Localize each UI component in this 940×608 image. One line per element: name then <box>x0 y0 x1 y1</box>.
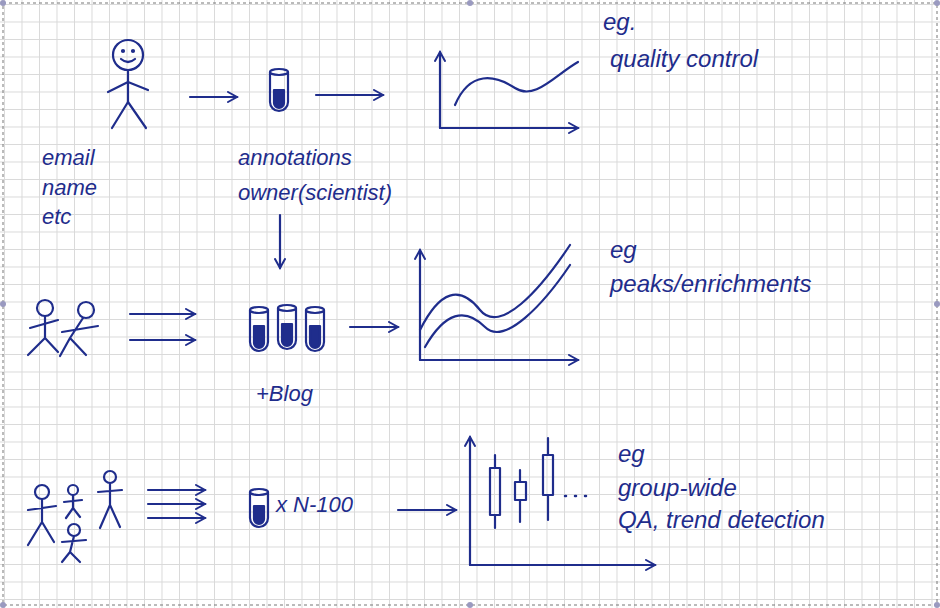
flow-arrow <box>279 215 281 268</box>
test-tube <box>250 489 268 527</box>
handwritten-label: x N-100 <box>276 492 353 518</box>
flow-arrow <box>130 313 195 315</box>
flow-arrow <box>148 517 205 519</box>
flow-arrow <box>316 94 383 96</box>
test-tubes <box>250 305 324 351</box>
handwritten-label: annotations owner(scientist) <box>238 140 443 210</box>
test-tube <box>270 69 288 111</box>
flow-arrow <box>148 503 205 505</box>
handwritten-label: +Blog <box>256 381 313 407</box>
page-frame <box>3 3 937 605</box>
flow-arrow <box>350 326 398 328</box>
handwritten-label: peaks/enrichments <box>610 270 811 299</box>
line-chart <box>440 52 578 128</box>
handwritten-label: eg. <box>603 8 636 37</box>
handwritten-label: email name etc <box>42 143 122 232</box>
flow-arrow <box>148 489 205 491</box>
line-chart <box>420 245 578 360</box>
stick-figures <box>28 300 98 356</box>
handwritten-label: group-wide <box>618 474 737 503</box>
stick-figure <box>108 40 148 128</box>
handwritten-label: quality control <box>610 45 758 74</box>
flow-arrow <box>190 96 237 98</box>
stick-figures <box>28 471 122 562</box>
flow-arrow <box>398 509 456 511</box>
handwritten-label: QA, trend detection <box>618 506 825 535</box>
handwritten-label: eg <box>610 236 637 265</box>
flow-arrow <box>130 339 195 341</box>
handwritten-label: eg <box>618 440 645 469</box>
